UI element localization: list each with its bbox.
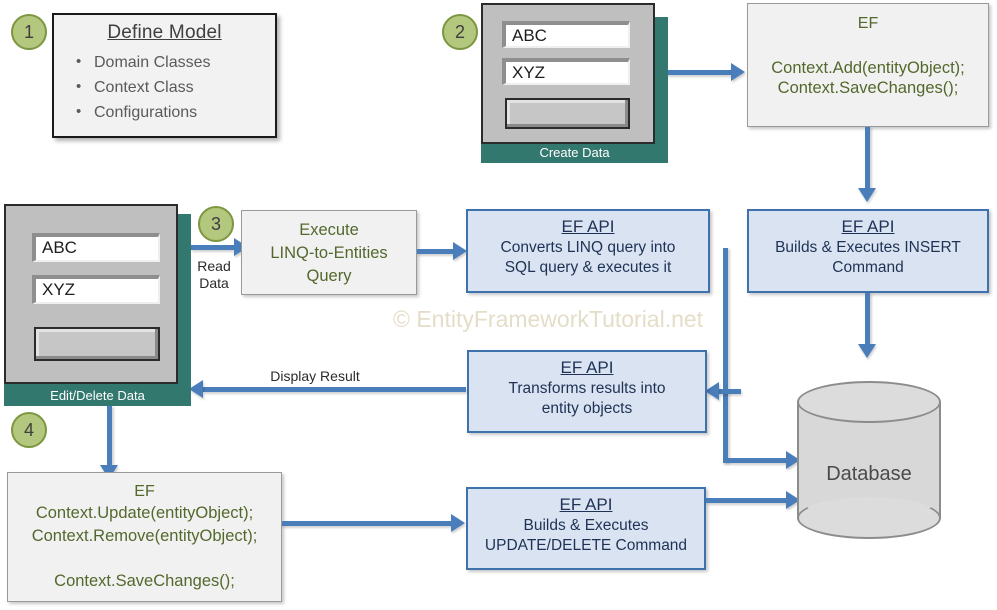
connector-create-to-ef [648,70,732,75]
create-data-field-1-value: ABC [512,26,547,45]
ef-api-updatedelete-title: EF API [559,495,613,514]
ef-add-line-1: Context.Add(entityObject); [771,59,965,77]
create-data-form: Create Data ABC XYZ [481,3,668,163]
create-data-field-2[interactable]: XYZ [502,58,630,85]
create-data-form-caption: Create Data [539,145,610,160]
list-item: Context Class [54,74,275,100]
connector-convert-to-transform [718,389,741,394]
connector-insert-to-db-arrowhead [858,344,876,358]
connector-create-to-ef-arrowhead [731,63,745,81]
step-badge-4: 4 [11,412,47,448]
connector-editform-to-efupdate [107,406,112,466]
database-label: Database [826,463,912,485]
database-cylinder-bottom [797,497,941,539]
connector-read-data-label-line1: Read [197,258,231,274]
connector-read-data-label-line2: Data [199,275,229,291]
edit-delete-submit-button[interactable] [34,327,160,361]
connector-read-data-label: Read Data [186,258,242,292]
connector-efupdate-to-updatedelete [282,521,452,526]
connector-display-result [203,387,466,392]
list-item: Configurations [54,99,275,125]
step-badge-2-label: 2 [454,22,465,42]
connector-efadd-to-insert [865,127,870,189]
create-data-form-face: ABC XYZ [481,3,655,144]
execute-linq-line-1: Execute [299,221,359,239]
ef-api-transform-title: EF API [560,358,614,377]
connector-updatedelete-to-db [706,498,787,503]
ef-api-transform-box: EF API Transforms results into entity ob… [467,350,707,433]
step-badge-3: 3 [198,206,234,242]
step-badge-1: 1 [11,14,47,50]
ef-api-updatedelete-line-1: Builds & Executes [523,517,649,534]
ef-api-convert-line-1: Converts LINQ query into [500,239,676,256]
edit-delete-form-face: ABC XYZ [4,204,178,384]
define-model-box: Define Model Domain Classes Context Clas… [52,13,277,138]
ef-add-box: EF Context.Add(entityObject); Context.Sa… [747,3,989,127]
ef-api-convert-box: EF API Converts LINQ query into SQL quer… [466,209,710,293]
ef-api-insert-title: EF API [841,217,895,236]
list-item: Domain Classes [54,49,275,75]
edit-delete-form: Edit/Delete Data ABC XYZ [4,204,191,406]
define-model-list: Domain Classes Context Class Configurati… [54,49,275,125]
connector-efadd-to-insert-arrowhead [858,188,876,202]
step-badge-1-label: 1 [23,22,34,42]
step-badge-2: 2 [442,14,478,50]
edit-delete-field-1-value: ABC [42,238,77,257]
ef-api-transform-line-2: entity objects [541,400,633,417]
execute-linq-line-2: LINQ-to-Entities [270,244,388,262]
ef-add-title: EF [857,15,879,32]
ef-api-insert-box: EF API Builds & Executes INSERT Command [747,209,989,293]
connector-convert-to-transform-arrowhead [705,382,719,400]
edit-delete-field-2[interactable]: XYZ [32,275,160,304]
ef-update-line-2: Context.Remove(entityObject); [31,527,258,545]
connector-convert-trunk [723,248,728,463]
database-cylinder: Database [797,381,941,541]
connector-updatedelete-to-db-arrowhead [786,491,800,509]
connector-linq-to-convert [417,249,454,254]
step-badge-3-label: 3 [210,214,221,234]
ef-update-line-3: Context.SaveChanges(); [54,572,235,590]
connector-display-result-arrowhead [189,380,203,398]
connector-display-result-label: Display Result [270,368,360,384]
database-cylinder-top [797,381,941,423]
ef-api-convert-title: EF API [561,217,615,236]
edit-delete-field-2-value: XYZ [42,280,76,299]
edit-delete-field-1[interactable]: ABC [32,233,160,262]
connector-efupdate-to-updatedelete-arrowhead [451,514,465,532]
ef-api-transform-line-1: Transforms results into [508,380,666,397]
ef-api-updatedelete-line-2: UPDATE/DELETE Command [484,537,688,554]
ef-api-insert-line-1: Builds & Executes INSERT [775,239,961,256]
ef-api-updatedelete-box: EF API Builds & Executes UPDATE/DELETE C… [466,487,706,570]
execute-linq-box: Execute LINQ-to-Entities Query [241,210,417,295]
create-data-field-1[interactable]: ABC [502,21,630,48]
connector-linq-to-convert-arrowhead [453,242,467,260]
connector-insert-to-db [865,293,870,345]
connector-convert-to-db [723,458,787,463]
ef-api-convert-line-2: SQL query & executes it [504,259,672,276]
define-model-title: Define Model [107,22,222,43]
create-data-field-2-value: XYZ [512,63,546,82]
create-data-submit-button[interactable] [505,98,630,129]
ef-add-line-2: Context.SaveChanges(); [777,79,959,97]
connector-convert-to-db-arrowhead [786,451,800,469]
ef-api-insert-line-2: Command [832,259,904,276]
step-badge-4-label: 4 [23,420,34,440]
execute-linq-line-3: Query [306,267,352,285]
connector-read-data [191,245,235,250]
edit-delete-form-caption: Edit/Delete Data [50,388,145,403]
ef-update-line-1: Context.Update(entityObject); [35,504,254,522]
ef-update-title: EF [134,483,155,500]
ef-update-box: EF Context.Update(entityObject); Context… [7,472,282,602]
watermark: © EntityFrameworkTutorial.net [393,306,704,332]
